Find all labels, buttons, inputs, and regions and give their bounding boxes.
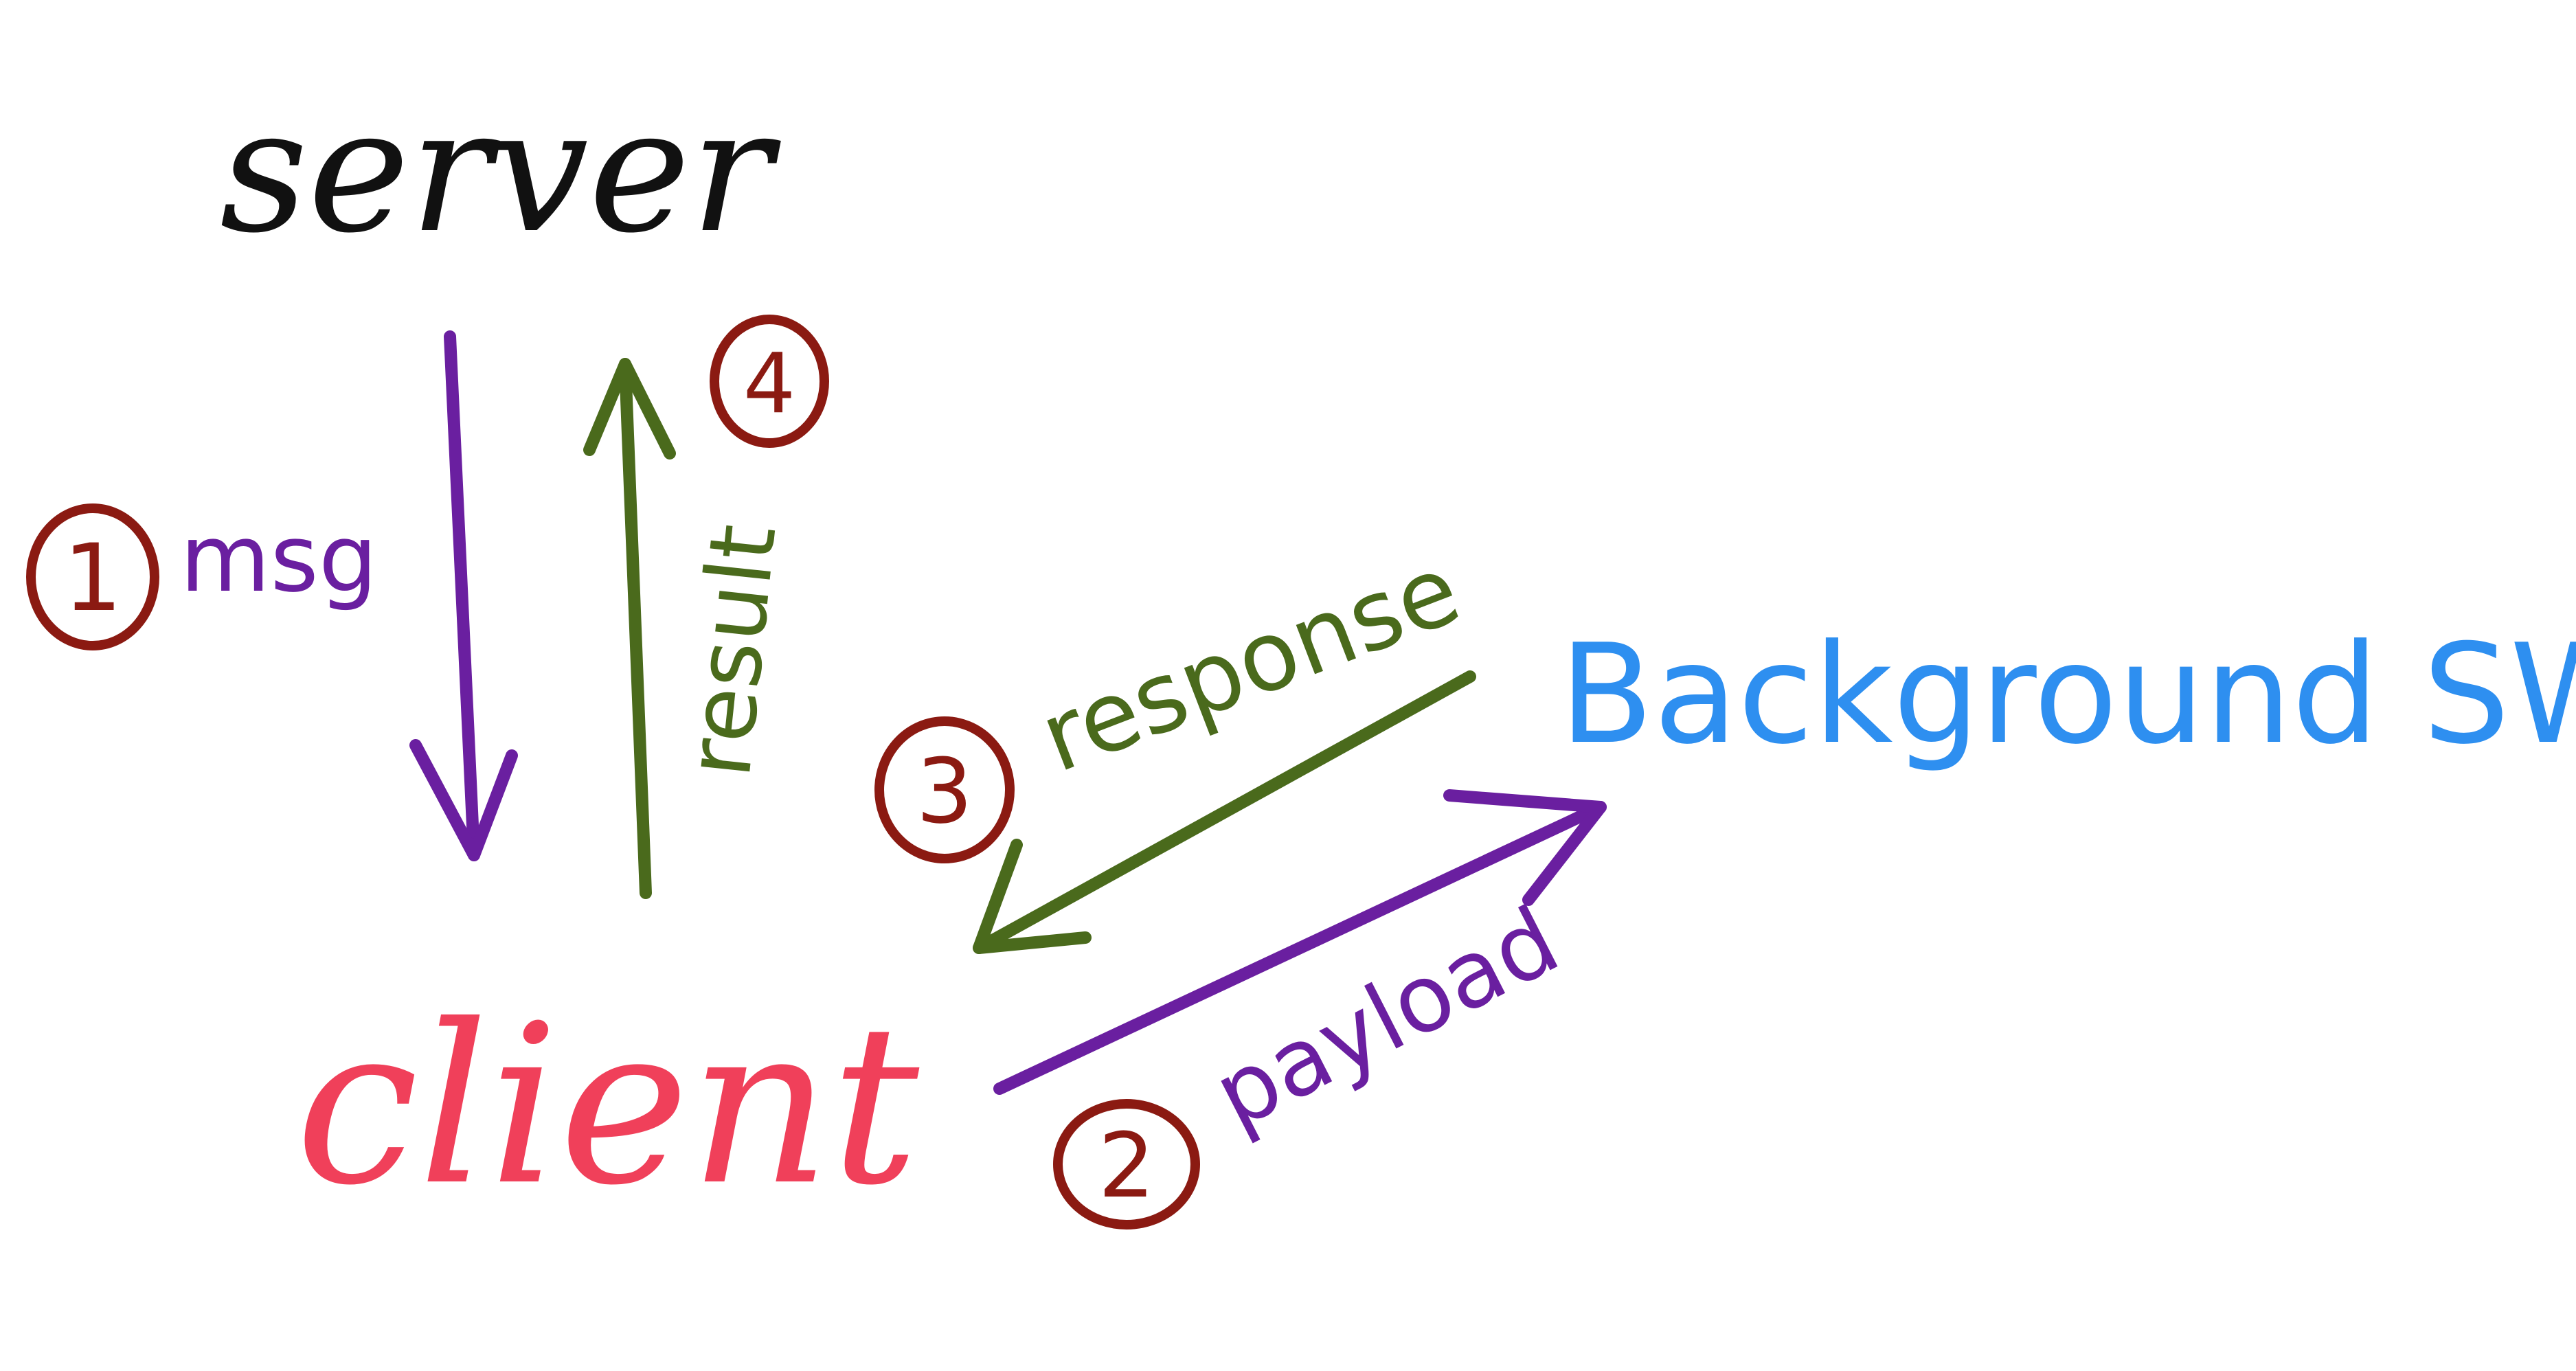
step-4-circle [710,315,829,448]
msg-arrow [409,330,518,861]
step-2-circle [1053,1099,1200,1230]
step-2-number: 2 [1098,1113,1155,1218]
step-1-circle [26,503,159,650]
step-3-badge: 3 [874,716,1015,863]
step-4-badge: 4 [710,315,829,448]
step-4-label: result [666,520,797,782]
step-1-badge: 1 [26,503,159,650]
step-3-label: response [1026,534,1474,795]
step-2-label: payload [1197,886,1575,1150]
step-4-number: 4 [743,337,795,432]
result-arrow [583,358,676,899]
payload-arrow [993,789,1607,1095]
step-3-number: 3 [916,739,973,843]
server-label: server [220,71,781,271]
step-2-badge: 2 [1053,1099,1200,1230]
step-1-number: 1 [63,524,122,632]
client-label: client [295,978,920,1234]
response-arrow [973,670,1476,954]
background-sw-label: Background SW [1559,615,2576,775]
step-1-label: msg [180,505,378,613]
step-3-circle [874,716,1015,863]
